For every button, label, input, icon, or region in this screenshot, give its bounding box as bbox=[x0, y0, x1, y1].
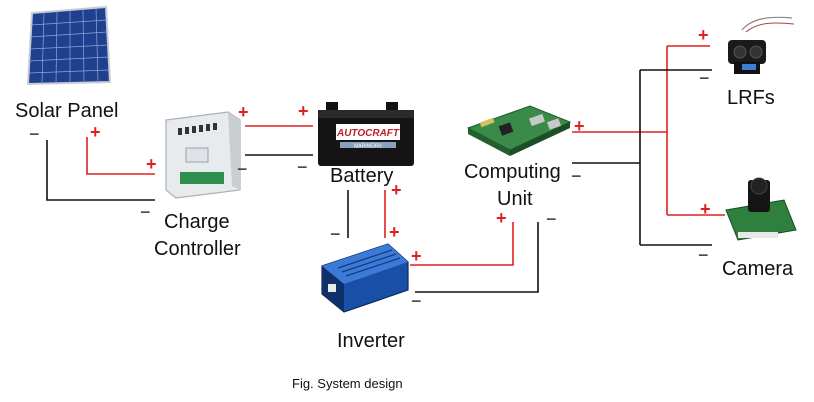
sign-computer-out-negative: − bbox=[571, 166, 582, 186]
inverter-icon bbox=[321, 243, 409, 313]
wire-inverter-computer-positive bbox=[410, 222, 514, 266]
label-camera: Camera bbox=[722, 258, 794, 280]
wire-solar-positive bbox=[86, 137, 155, 175]
battery-brand-sublabel: MARINE/RV bbox=[354, 144, 382, 150]
charge-controller-icon bbox=[165, 111, 241, 199]
sign-battery-out-positive: + bbox=[391, 180, 402, 200]
sign-camera-positive: + bbox=[700, 199, 711, 219]
wire-solar-negative bbox=[46, 140, 155, 201]
label-inverter: Inverter bbox=[337, 330, 405, 352]
label-solar-panel: Solar Panel bbox=[15, 100, 119, 122]
camera-icon bbox=[725, 177, 797, 241]
label-computing-unit-line1: Computing bbox=[464, 161, 561, 183]
sign-computer-in-positive: + bbox=[496, 208, 507, 228]
solar-panel-icon bbox=[26, 5, 112, 86]
label-lrfs: LRFs bbox=[727, 87, 775, 109]
sign-lrfs-negative: − bbox=[699, 68, 710, 88]
sign-controller-out-negative: − bbox=[237, 159, 248, 179]
sign-solar-positive: + bbox=[90, 122, 101, 142]
battery-icon: AUTOCRAFT MARINE/RV bbox=[318, 102, 414, 166]
sign-solar-negative: − bbox=[29, 124, 40, 144]
sign-lrfs-positive: + bbox=[698, 25, 709, 45]
wires bbox=[46, 45, 725, 293]
sign-inverter-in-negative: − bbox=[330, 224, 341, 244]
sign-inverter-in-positive: + bbox=[389, 222, 400, 242]
label-battery: Battery bbox=[330, 165, 394, 187]
sign-controller-in-negative: − bbox=[140, 202, 151, 222]
sign-inverter-out-positive: + bbox=[411, 246, 422, 266]
sign-controller-out-positive: + bbox=[238, 102, 249, 122]
lrfs-icon bbox=[728, 16, 795, 74]
sign-camera-negative: − bbox=[698, 245, 709, 265]
sign-battery-in-negative: − bbox=[297, 157, 308, 177]
label-charge-controller-line2: Controller bbox=[154, 238, 241, 260]
computing-unit-icon bbox=[466, 105, 572, 156]
label-computing-unit-line2: Unit bbox=[497, 188, 533, 210]
label-charge-controller-line1: Charge bbox=[164, 211, 230, 233]
sign-computer-in-negative: − bbox=[546, 209, 557, 229]
figure-caption: Fig. System design bbox=[292, 376, 403, 391]
battery-brand-logo: AUTOCRAFT bbox=[336, 128, 400, 139]
sign-inverter-out-negative: − bbox=[411, 291, 422, 311]
wire-inverter-computer-negative bbox=[415, 222, 539, 293]
sign-battery-in-positive: + bbox=[298, 101, 309, 121]
sign-computer-out-positive: + bbox=[574, 116, 585, 136]
sign-controller-in-positive: + bbox=[146, 154, 157, 174]
